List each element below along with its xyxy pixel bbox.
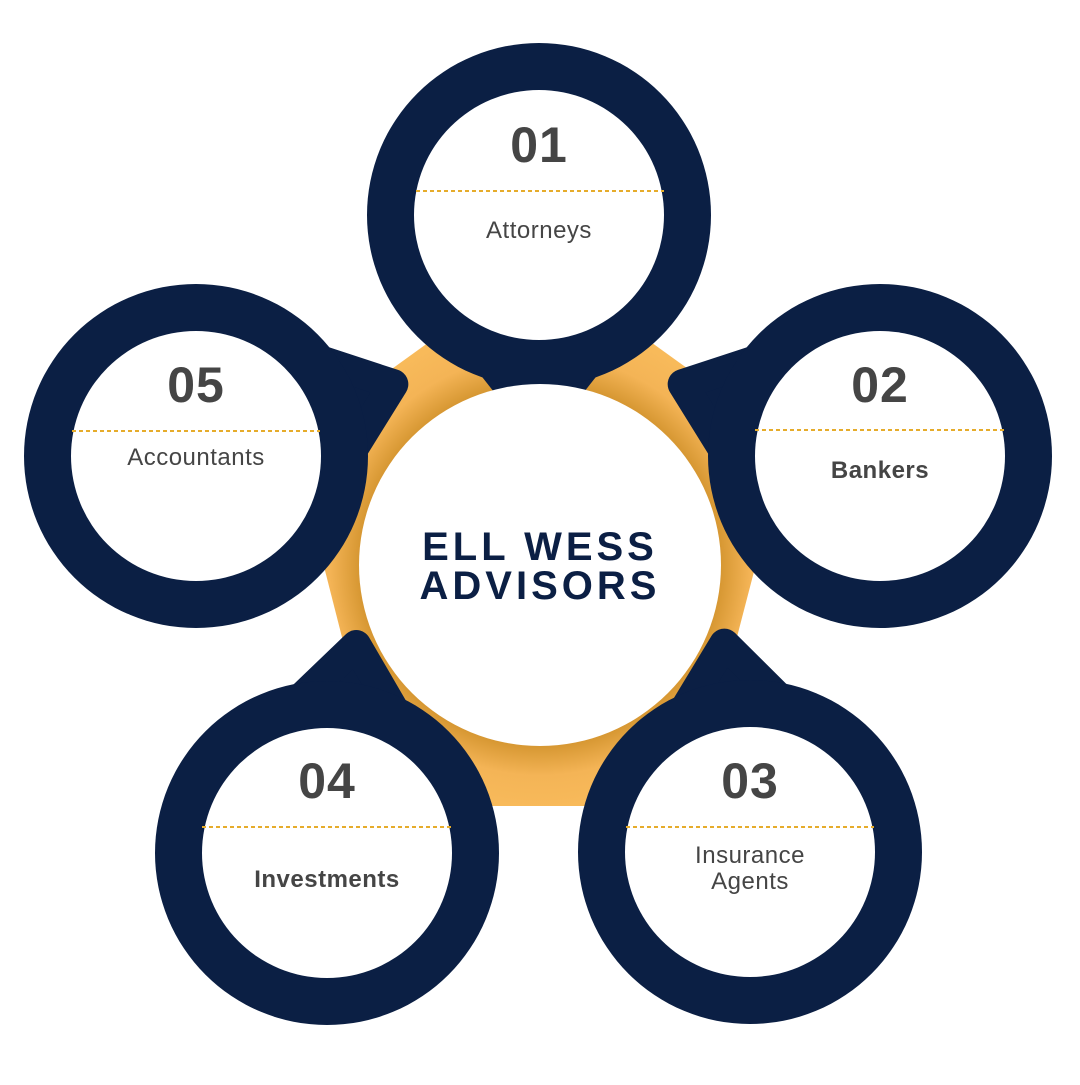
node-label: Insurance — [695, 842, 805, 869]
node-label: Bankers — [831, 457, 929, 484]
node-label: Attorneys — [486, 217, 592, 244]
node-inner-circle — [625, 727, 875, 977]
center-hub: ELL WESS ADVISORS — [359, 384, 721, 746]
node-number: 03 — [721, 753, 779, 809]
node-label: Investments — [254, 866, 400, 893]
node-inner-circle — [414, 90, 664, 340]
node-number: 05 — [167, 357, 225, 413]
satellite-nodes: 01Attorneys02Bankers03InsuranceAgents04I… — [24, 43, 1052, 1025]
node-label: Accountants — [127, 444, 265, 471]
node-number: 04 — [298, 753, 356, 809]
node-number: 01 — [510, 117, 568, 173]
node-inner-circle — [71, 331, 321, 581]
title-line-2: ADVISORS — [420, 564, 661, 608]
node-number: 02 — [851, 357, 909, 413]
node-inner-circle — [202, 728, 452, 978]
node-label: Agents — [711, 868, 789, 895]
title-line-1: ELL WESS — [422, 525, 658, 569]
center-circle — [359, 384, 721, 746]
node-inner-circle — [755, 331, 1005, 581]
